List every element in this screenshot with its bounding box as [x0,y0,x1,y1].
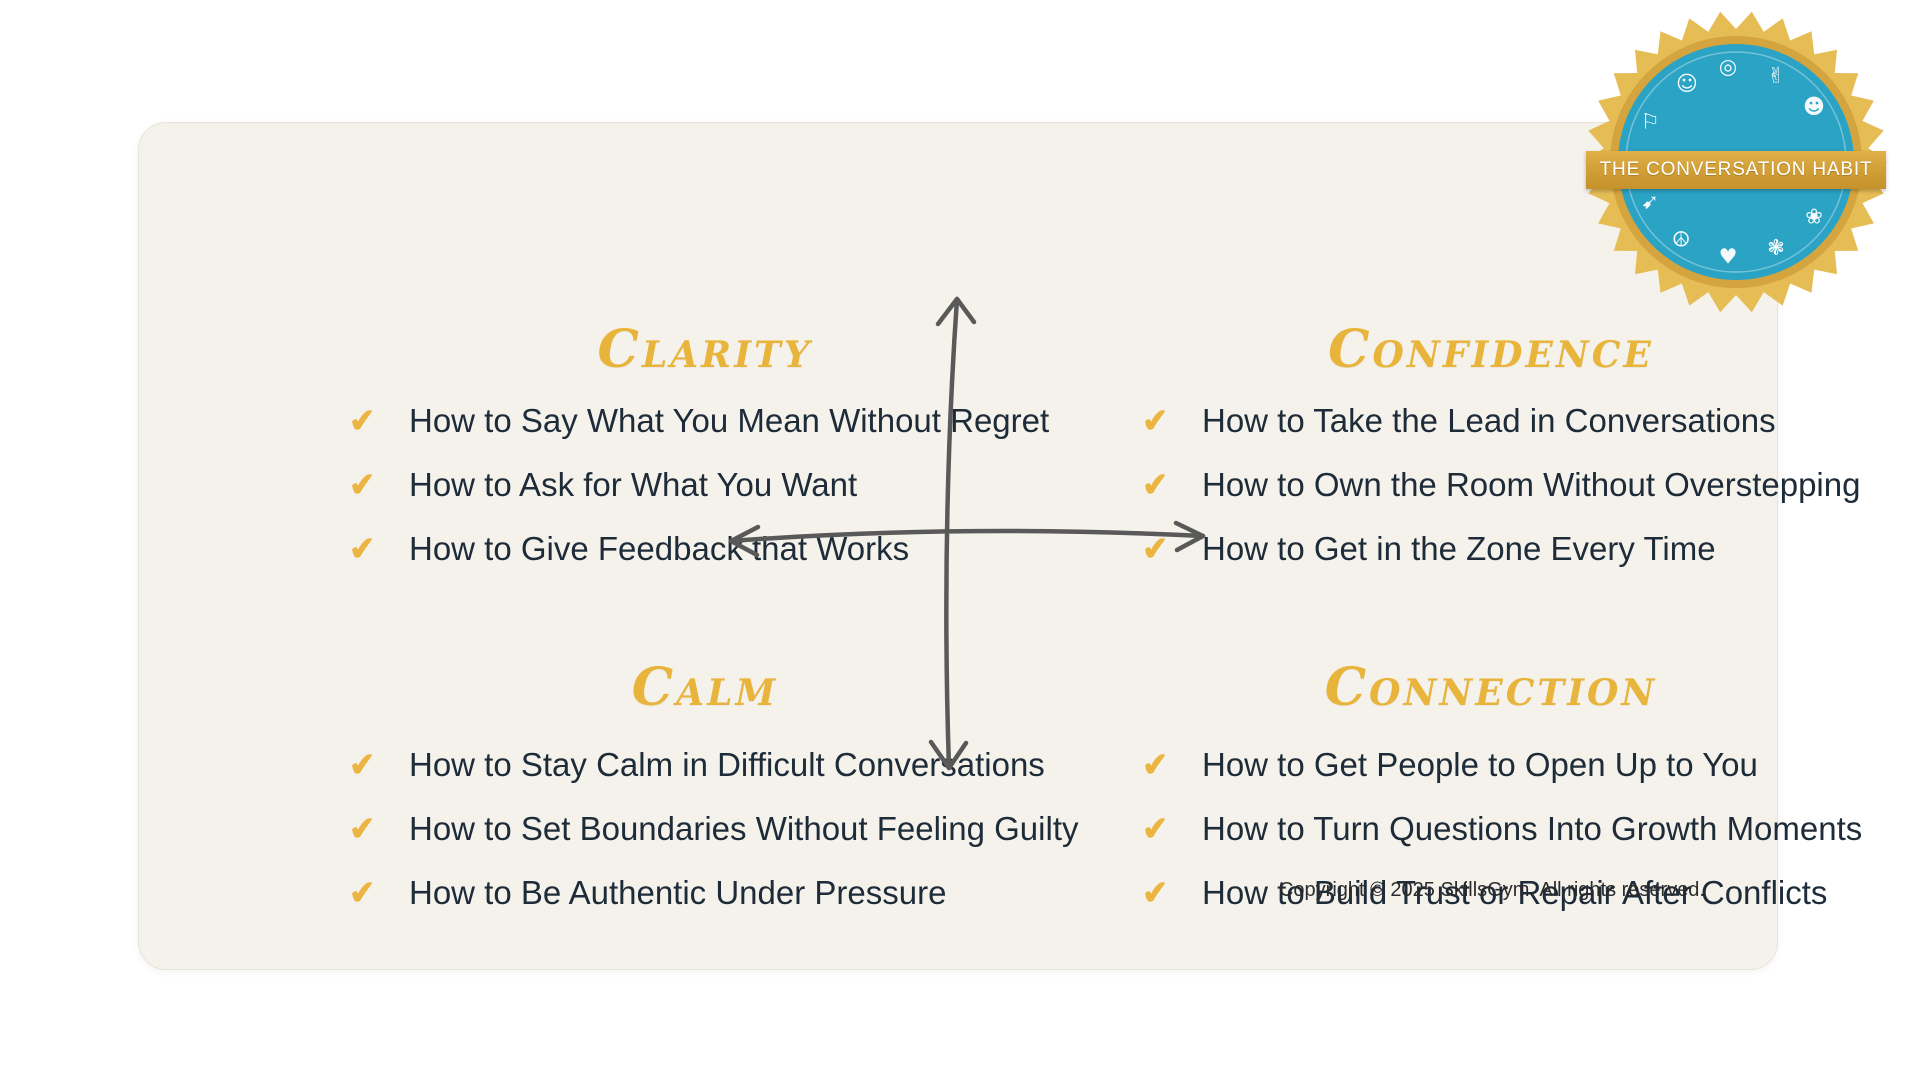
archer-icon: ➹ [1641,189,1659,214]
quadrant-card: Clarity Confidence Calm Connection ✔ How… [138,122,1862,970]
list-item-text: How to Give Feedback that Works [409,530,910,567]
quadrant-title-confidence: Confidence [1328,319,1654,380]
list-item: ✔ How to Get in the Zone Every Time [1140,527,1920,570]
check-icon: ✔ [1140,873,1171,912]
check-icon: ✔ [347,529,378,568]
brain-icon: ☺ [1676,71,1698,96]
meditation-icon: ☮ [1671,227,1691,252]
badge-ribbon-text: THE CONVERSATION HABIT [1599,159,1873,180]
badge-ribbon: THE CONVERSATION HABIT [1586,151,1886,189]
list-item: ✔ How to Own the Room Without Oversteppi… [1140,463,1920,506]
list-item: ✔ How to Ask for What You Want [347,463,1109,506]
list-item: ✔ How to Take the Lead in Conversations [1140,399,1920,442]
list-item-text: How to Ask for What You Want [409,466,858,503]
megaphone-icon: ⚐ [1640,109,1660,134]
copyright-text: Copyright © 2025 SkillsGym. All rights r… [1278,879,1705,901]
check-icon: ✔ [347,873,378,912]
list-item-text: How to Stay Calm in Difficult Conversati… [409,746,1045,783]
list-item: ✔ How to Give Feedback that Works [347,527,1109,570]
check-icon: ✔ [347,401,378,440]
check-icon: ✔ [1140,529,1171,568]
list-item-text: How to Build Trust or Repair After Confl… [1202,874,1828,911]
chat-heart-icon: ♥ [1718,244,1738,269]
conversation-habit-badge: ⚐ ☺ ◎ ✌ ☻ ➹ ☮ ♥ ❃ ❀ THE CONVERSATION HAB… [1584,10,1888,314]
list-item: ✔ How to Turn Questions Into Growth Mome… [1140,807,1920,850]
quadrant-title-calm: Calm [631,657,779,718]
list-item-text: How to Own the Room Without Overstepping [1202,466,1861,503]
check-icon: ✔ [1140,401,1171,440]
list-item: ✔ How to Say What You Mean Without Regre… [347,399,1109,442]
check-icon: ✔ [347,465,378,504]
list-item-text: How to Say What You Mean Without Regret [409,402,1050,439]
handshake-icon: ✌ [1767,63,1785,88]
confidence-item-list: ✔ How to Take the Lead in Conversations … [1140,399,1920,570]
check-icon: ✔ [1140,745,1171,784]
quadrant-title-connection: Connection [1324,657,1658,718]
list-item: ✔ How to Set Boundaries Without Feeling … [347,807,1129,850]
list-item-text: How to Turn Questions Into Growth Moment… [1202,810,1863,847]
badge-seal-graphic [1585,11,1887,313]
list-item-text: How to Set Boundaries Without Feeling Gu… [409,810,1079,847]
list-item-text: How to Get in the Zone Every Time [1202,530,1716,567]
list-item-text: How to Take the Lead in Conversations [1202,402,1776,439]
check-icon: ✔ [347,809,378,848]
check-icon: ✔ [1140,809,1171,848]
list-item-text: How to Be Authentic Under Pressure [409,874,947,911]
list-item: ✔ How to Be Authentic Under Pressure [347,871,1129,914]
list-item-text: How to Get People to Open Up to You [1202,746,1758,783]
people-icon: ☻ [1803,94,1825,119]
target-icon: ◎ [1718,54,1738,79]
check-icon: ✔ [347,745,378,784]
list-item: ✔ How to Get People to Open Up to You [1140,743,1920,786]
network-icon: ❃ [1767,235,1785,260]
calm-item-list: ✔ How to Stay Calm in Difficult Conversa… [347,743,1129,914]
clarity-item-list: ✔ How to Say What You Mean Without Regre… [347,399,1109,570]
flower-icon: ❀ [1805,204,1823,229]
check-icon: ✔ [1140,465,1171,504]
connection-item-list: ✔ How to Get People to Open Up to You ✔ … [1140,743,1920,914]
list-item: ✔ How to Build Trust or Repair After Con… [1140,871,1920,914]
list-item: ✔ How to Stay Calm in Difficult Conversa… [347,743,1129,786]
quadrant-title-clarity: Clarity [597,319,813,380]
